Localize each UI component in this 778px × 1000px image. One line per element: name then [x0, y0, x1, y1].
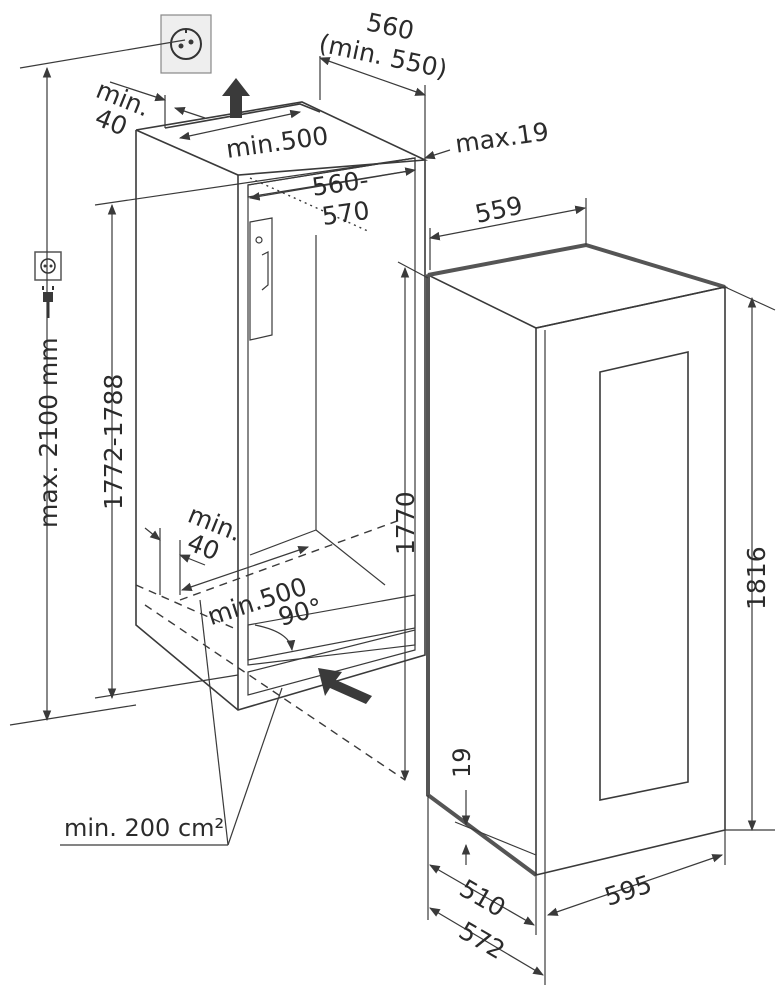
label-width-595: 595 — [601, 869, 655, 911]
ventilation-arrow-icon — [222, 78, 250, 118]
label-depth-572: 572 — [454, 916, 510, 965]
dimension-labels: 560 (min. 550) min. 40 min.500 max.19 56… — [34, 7, 771, 965]
label-offset-19: 19 — [448, 747, 476, 778]
cabinet-niche — [135, 101, 429, 781]
label-min200: min. 200 cm² — [64, 814, 224, 842]
label-max19: max.19 — [453, 117, 550, 159]
plug-icon — [34, 251, 62, 318]
airflow-arrow-icon — [318, 668, 372, 704]
label-niche-570: 570 — [320, 196, 371, 231]
dimension-lines — [9, 39, 776, 985]
label-max2100: max. 2100 mm — [34, 337, 63, 528]
label-height-1816: 1816 — [742, 546, 771, 610]
label-height-1770: 1770 — [391, 491, 420, 555]
socket-icon — [160, 14, 212, 74]
label-niche-height: 1772-1788 — [99, 374, 128, 510]
appliance — [425, 242, 729, 877]
label-width-559: 559 — [472, 191, 525, 229]
label-depth-510: 510 — [455, 874, 511, 923]
label-min500-top: min.500 — [224, 121, 330, 164]
